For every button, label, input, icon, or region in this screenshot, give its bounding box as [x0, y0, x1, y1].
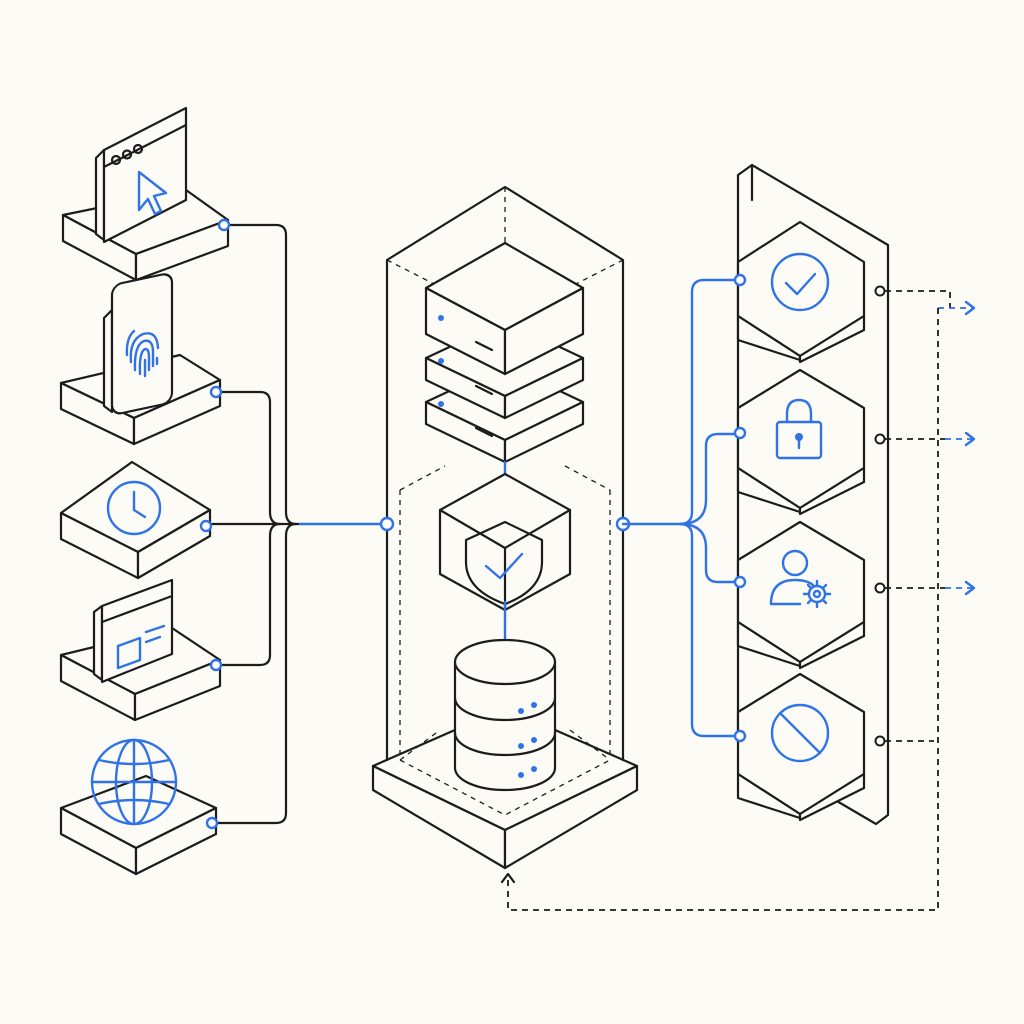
- shield-check-icon: [438, 472, 572, 612]
- source-web: [59, 738, 219, 876]
- outcome-outputs: [885, 290, 976, 742]
- user-gear-icon: [769, 549, 832, 609]
- outcome-approved: [733, 220, 886, 364]
- core-tower: [371, 185, 639, 870]
- source-browser: [61, 106, 231, 282]
- cursor-icon: [137, 170, 168, 216]
- form-window-icon: [116, 624, 166, 670]
- clock-icon: [106, 480, 162, 536]
- outcome-panel: [733, 163, 890, 826]
- blocked-icon: [770, 703, 830, 763]
- globe-icon: [90, 738, 178, 826]
- outcome-blocked: [733, 672, 886, 822]
- server-stack-icon: [424, 241, 585, 464]
- check-circle-icon: [770, 252, 830, 312]
- outcome-connectors: [621, 278, 742, 738]
- source-mobile: [59, 273, 223, 446]
- database-icon: [453, 638, 557, 792]
- feedback-loop: [500, 308, 939, 911]
- browser-dots: [110, 143, 144, 166]
- lock-icon: [775, 398, 823, 460]
- outcome-user-settings: [733, 520, 886, 670]
- outcome-locked: [733, 368, 886, 516]
- fingerprint-icon: [125, 329, 160, 378]
- source-form: [59, 578, 223, 722]
- source-scheduler: [59, 460, 213, 580]
- source-connectors: [204, 223, 389, 825]
